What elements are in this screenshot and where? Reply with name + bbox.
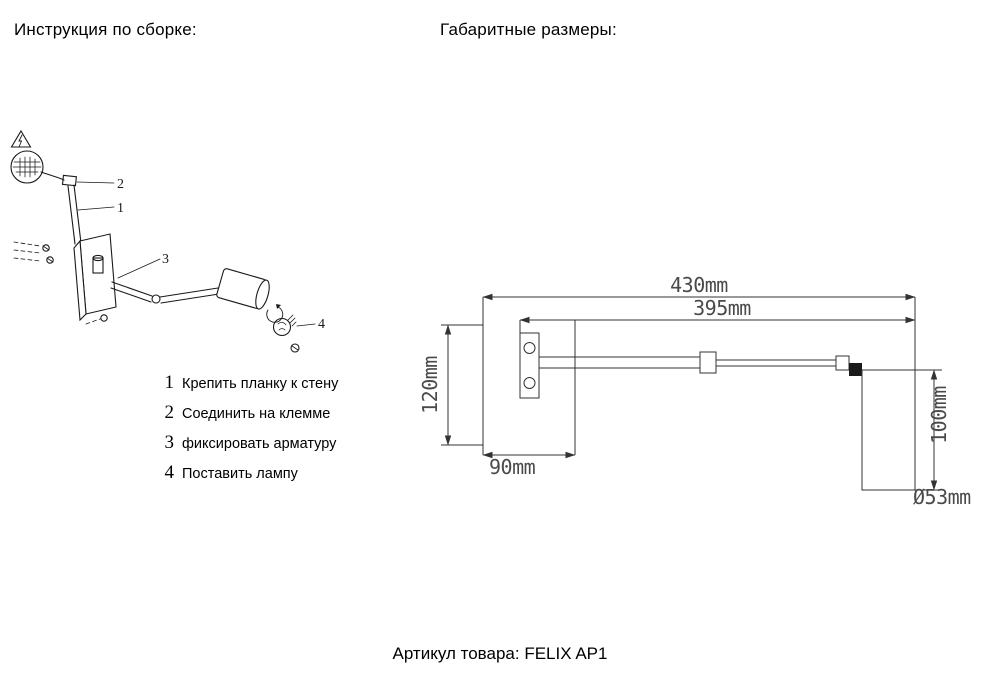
dim-arm-width: 395mm: [693, 296, 751, 320]
step-text: Крепить планку к стену: [182, 376, 339, 392]
lamp-head: [216, 268, 270, 310]
assembly-diagram: 2 1 3 4: [10, 129, 325, 353]
dimension-drawing: 430mm 395mm 120mm 90mm 100mm Ø53mm: [418, 275, 972, 509]
wall-plate: [73, 233, 117, 322]
bulb: [272, 314, 300, 353]
terminal-detail-icon: [10, 150, 44, 184]
dim-total-width: 430mm: [670, 275, 728, 297]
step-number: 1: [164, 372, 175, 393]
dim-head-diameter: Ø53mm: [913, 485, 971, 509]
step-text: фиксировать арматуру: [182, 436, 337, 452]
instruction-step-1: 1 Крепить планку к стену: [158, 372, 339, 394]
mounting-screws: [13, 241, 108, 325]
callout-2: 2: [117, 177, 124, 192]
swing-arm: [110, 281, 220, 304]
cable-channel: [67, 184, 82, 245]
step-number: 3: [164, 432, 175, 453]
wall-plate-profile: [519, 332, 540, 399]
step-text: Поставить лампу: [182, 466, 298, 482]
lamp-head-profile: [861, 369, 916, 491]
callout-3: 3: [162, 252, 169, 267]
dim-plate-height: 120mm: [418, 356, 442, 414]
terminal-block: [61, 174, 77, 187]
step-text: Соединить на клемме: [182, 406, 331, 422]
article-number: Артикул товара: FELIX AP1: [392, 644, 608, 663]
instruction-step-4: 4 Поставить лампу: [158, 462, 338, 484]
callout-4: 4: [318, 317, 325, 332]
rotate-arrow-icon: [266, 304, 284, 323]
warning-triangle-icon: [10, 129, 32, 148]
step-number: 2: [164, 402, 175, 423]
dim-head-length: 100mm: [927, 386, 951, 444]
instruction-list: 1 Крепить планку к стену 2 Соединить на …: [158, 372, 339, 492]
power-cable: [40, 171, 65, 181]
overall-dimensions-title: Габаритные размеры:: [440, 20, 617, 39]
instruction-step-3: 3 фиксировать арматуру: [158, 432, 338, 454]
callout-1: 1: [117, 201, 124, 216]
instruction-step-2: 2 Соединить на клемме: [158, 402, 338, 424]
assembly-instructions-title: Инструкция по сборке:: [14, 20, 197, 39]
arm-profile: [539, 351, 862, 376]
step-number: 4: [164, 462, 175, 483]
dim-plate-width: 90mm: [489, 455, 536, 479]
